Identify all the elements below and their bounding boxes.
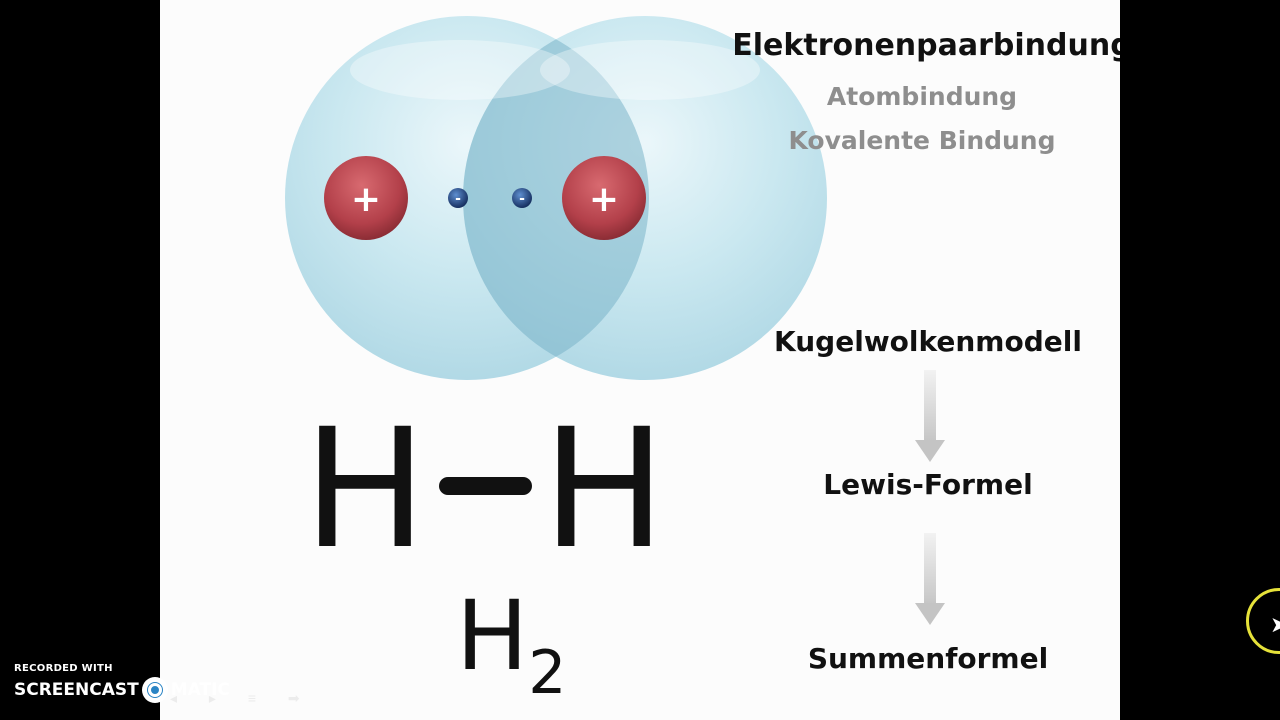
down-arrow-icon	[915, 370, 945, 462]
label-sum-formula: Summenformel	[807, 642, 1049, 675]
subtitle-covalent-bond: Kovalente Bindung	[788, 126, 1056, 155]
svg-text:+: +	[589, 179, 619, 220]
svg-text:H: H	[542, 418, 666, 558]
title-electron-pair-bond: Elektronenpaarbindung	[732, 28, 1120, 63]
sphere-cloud-model: + + - -	[285, 16, 827, 380]
svg-text:H: H	[310, 418, 427, 558]
electron-left: -	[448, 188, 468, 208]
cursor-icon: ➤	[1270, 612, 1280, 637]
molecular-formula: H2	[456, 580, 567, 708]
svg-text:-: -	[519, 191, 525, 207]
down-arrow-icon	[915, 533, 945, 625]
subtitle-atom-bond: Atombindung	[826, 82, 1018, 111]
recording-watermark: RECORDED WITH SCREENCAST MATIC	[14, 663, 230, 703]
slide: + + - - Elektronenpaarbindung Atombindun…	[160, 0, 1120, 720]
watermark-line-1: RECORDED WITH	[14, 663, 113, 674]
lewis-structure: H H	[310, 418, 666, 558]
player-controls[interactable]: ◂ ▸ ≡ ➡	[170, 690, 314, 706]
nucleus-right: +	[562, 156, 646, 240]
screencast-o-matic-logo-icon	[141, 677, 168, 703]
electron-right: -	[512, 188, 532, 208]
nucleus-left: +	[324, 156, 408, 240]
svg-text:-: -	[455, 191, 461, 207]
svg-text:+: +	[351, 179, 381, 220]
label-sphere-cloud-model: Kugelwolkenmodell	[774, 325, 1082, 358]
label-lewis-formula: Lewis-Formel	[823, 468, 1033, 501]
bond-line	[439, 477, 532, 495]
watermark-line-2: SCREENCAST MATIC	[14, 677, 230, 703]
